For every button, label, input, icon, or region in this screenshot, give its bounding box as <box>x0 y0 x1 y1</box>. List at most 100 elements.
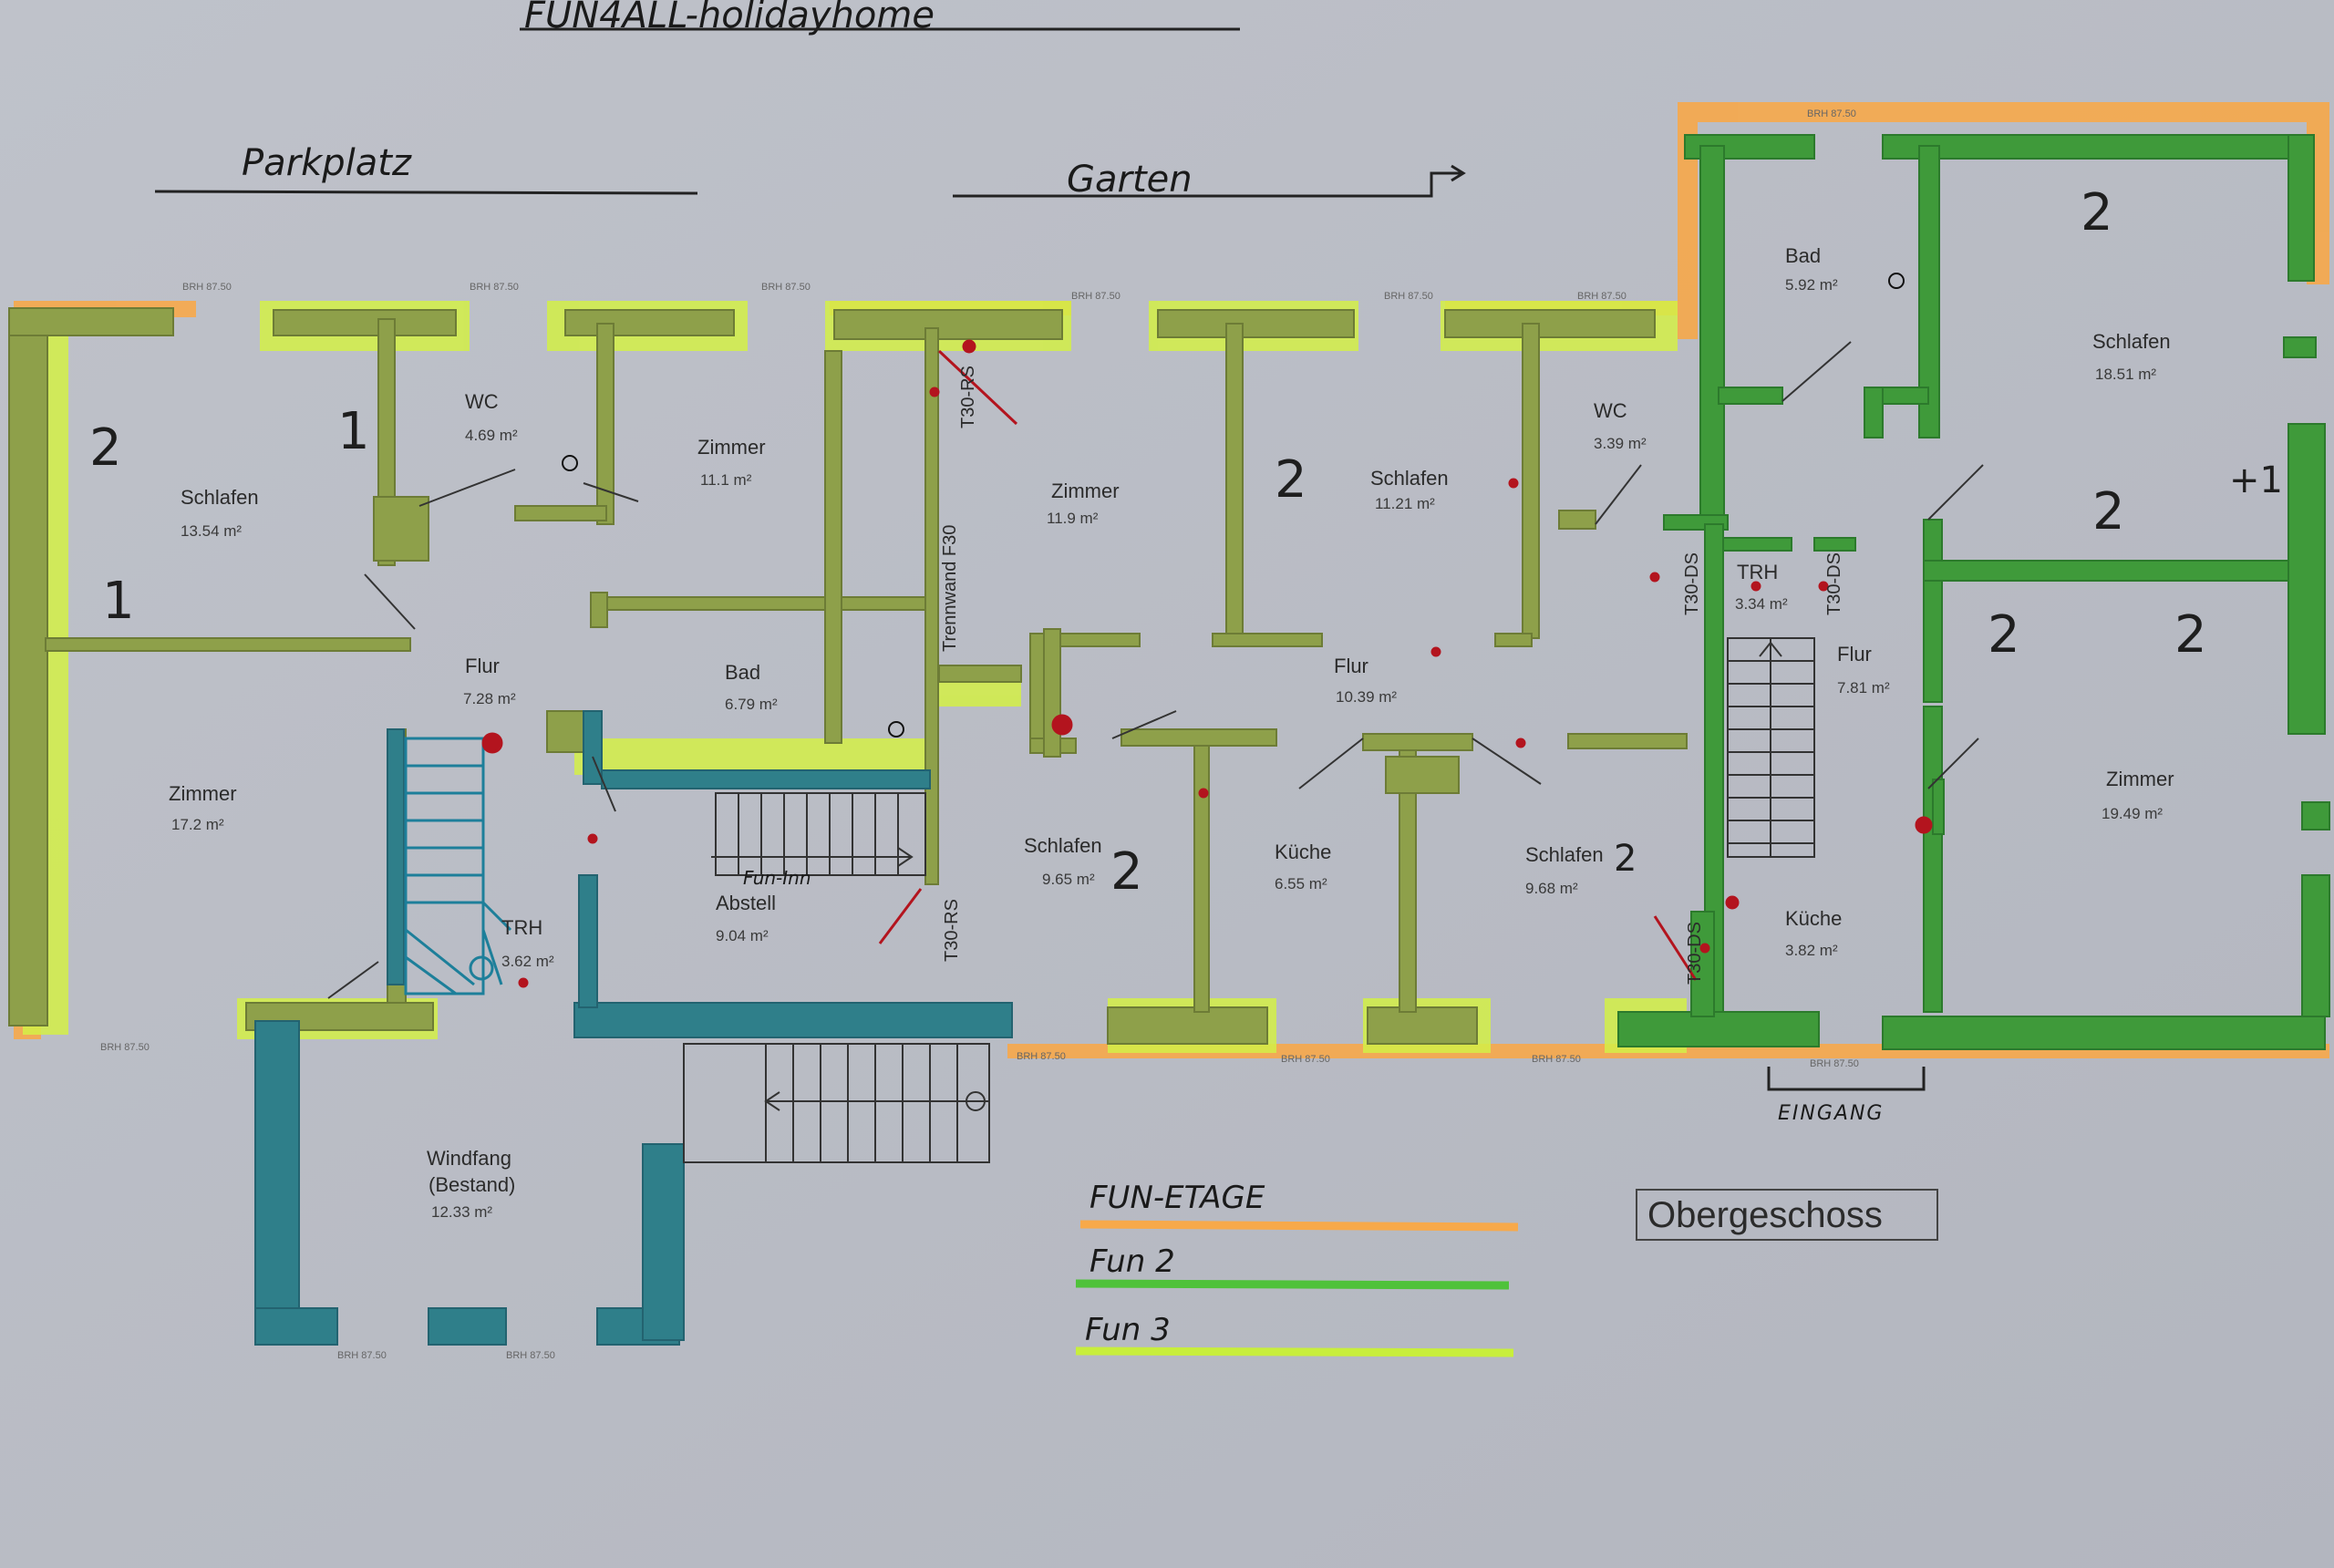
brh-label: BRH 87.50 <box>761 282 811 293</box>
room-area: 3.39 m² <box>1594 435 1647 452</box>
stair-bottom <box>683 1043 990 1163</box>
stair-left <box>404 737 512 995</box>
room-name: Schlafen <box>1370 467 1449 490</box>
door-label: T30-DS <box>1682 552 1702 615</box>
room-area: 19.49 m² <box>2102 805 2163 822</box>
room-name: Bad <box>1785 244 1821 267</box>
room-area: 3.62 m² <box>501 953 554 970</box>
brh-label: BRH 87.50 <box>182 282 232 293</box>
floor-name: Obergeschoss <box>1647 1195 1883 1235</box>
bed-count-note: 2 <box>1988 605 2020 665</box>
room-name: Küche <box>1275 841 1331 863</box>
door-label: T30-DS <box>1685 922 1705 985</box>
room-name: Schlafen <box>181 486 259 509</box>
brh-label: BRH 87.50 <box>1807 108 1856 119</box>
entrance-bracket <box>1767 1067 1926 1091</box>
bed-count-note: 1 <box>337 402 370 461</box>
legend-swatch-fun-etage <box>1079 1220 1519 1232</box>
room-name: TRH <box>501 916 542 939</box>
room-name: Abstell <box>716 892 776 914</box>
room-name: Schlafen <box>1525 843 1604 866</box>
red-door-marks <box>481 339 1933 988</box>
bed-count-note: 2 <box>1614 838 1637 880</box>
door-label: T30-DS <box>1824 552 1844 615</box>
brh-label: BRH 87.50 <box>1071 291 1121 302</box>
room-name: Zimmer <box>169 782 237 805</box>
parking-label: Parkplatz <box>242 142 412 184</box>
room-subtitle: (Bestand) <box>429 1173 515 1196</box>
left-wing-walls <box>8 307 1688 1045</box>
room-area: 7.81 m² <box>1837 679 1890 696</box>
plan-title: FUN4ALL-holidayhome <box>524 0 935 36</box>
garden-arrow <box>953 171 1463 198</box>
door-label: T30-RS <box>942 899 962 962</box>
legend-swatch-fun3 <box>1075 1346 1514 1357</box>
fun-inn-label: Fun-Inn <box>743 867 811 889</box>
room-area: 12.33 m² <box>431 1203 492 1221</box>
teal-walls <box>254 710 1013 1346</box>
entrance-label: EINGANG <box>1778 1102 1884 1125</box>
room-area: 9.65 m² <box>1042 871 1095 888</box>
room-name: Schlafen <box>2092 330 2171 353</box>
room-area: 11.21 m² <box>1375 495 1435 512</box>
brh-label: BRH 87.50 <box>1577 291 1627 302</box>
bed-count-note: 2 <box>1110 842 1143 902</box>
stair-abstell <box>711 792 926 876</box>
brh-label: BRH 87.50 <box>1384 291 1433 302</box>
bed-count-note: 2 <box>2092 482 2125 542</box>
room-area: 6.55 m² <box>1275 875 1327 892</box>
legend-label: Fun 3 <box>1085 1312 1171 1348</box>
light-fixture-icon <box>562 273 1905 738</box>
bed-count-note: 2 <box>2174 605 2207 665</box>
legend-swatch-fun2 <box>1075 1279 1510 1290</box>
room-area: 6.79 m² <box>725 696 778 713</box>
room-area: 13.54 m² <box>181 522 242 540</box>
brh-label: BRH 87.50 <box>1281 1054 1330 1065</box>
room-name: Schlafen <box>1024 834 1102 857</box>
room-area: 17.2 m² <box>171 816 224 833</box>
room-area: 11.1 m² <box>700 471 752 489</box>
legend: FUN-ETAGE Fun 2 Fun 3 <box>1075 1180 1519 1357</box>
room-name: WC <box>465 390 499 413</box>
brh-label: BRH 87.50 <box>1810 1058 1859 1069</box>
door-swings <box>327 341 1984 999</box>
room-name: Zimmer <box>2106 768 2174 790</box>
brh-label: BRH 87.50 <box>337 1350 387 1361</box>
bed-count-note: 2 <box>1275 450 1307 510</box>
room-name: WC <box>1594 399 1627 422</box>
bed-count-note: +1 <box>2229 459 2283 501</box>
partition-wall-label: Trennwand F30 <box>940 525 960 652</box>
brh-label: BRH 87.50 <box>506 1350 555 1361</box>
brh-label: BRH 87.50 <box>1017 1051 1066 1062</box>
bed-count-note: 1 <box>102 572 135 631</box>
room-name: Flur <box>1334 655 1368 677</box>
room-name: Flur <box>1837 643 1872 665</box>
brh-label: BRH 87.50 <box>100 1042 150 1053</box>
room-name: Küche <box>1785 907 1842 930</box>
floor-name-box <box>1636 1189 1938 1241</box>
room-area: 9.68 m² <box>1525 880 1578 897</box>
legend-label: FUN-ETAGE <box>1090 1180 1265 1216</box>
room-name: Zimmer <box>1051 480 1120 502</box>
room-name: Windfang <box>427 1147 511 1170</box>
room-area: 9.04 m² <box>716 927 769 944</box>
legend-label: Fun 2 <box>1090 1243 1175 1280</box>
bed-count-note: 2 <box>89 418 122 478</box>
room-name: Zimmer <box>697 436 766 459</box>
room-name: Flur <box>465 655 500 677</box>
brh-label: BRH 87.50 <box>470 282 519 293</box>
room-area: 18.51 m² <box>2095 366 2156 383</box>
brh-label: BRH 87.50 <box>1532 1054 1581 1065</box>
stair-right <box>1727 637 1815 858</box>
room-area: 4.69 m² <box>465 427 518 444</box>
room-area: 3.82 m² <box>1785 942 1838 959</box>
door-label: T30-RS <box>958 366 978 428</box>
room-area: 3.34 m² <box>1735 595 1788 613</box>
room-area: 10.39 m² <box>1336 688 1397 706</box>
bed-count-note: 2 <box>2081 183 2113 242</box>
garden-label: Garten <box>1067 159 1193 201</box>
room-area: 11.9 m² <box>1047 510 1099 527</box>
room-name: Bad <box>725 661 760 684</box>
room-area: 7.28 m² <box>463 690 516 707</box>
